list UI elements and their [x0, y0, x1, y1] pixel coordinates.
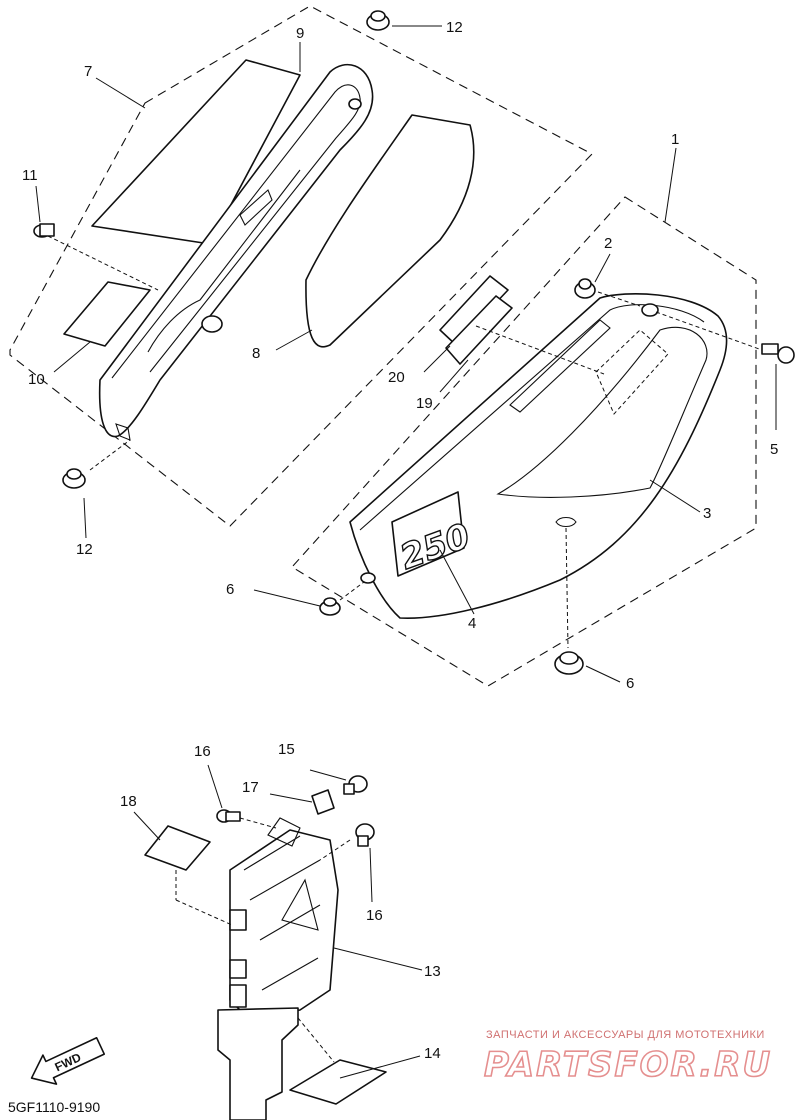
part-labels: 1 2 3 4 5 6 6 7 8 9 10 11 12 12 13 14 15… — [22, 19, 778, 1062]
lower-plate — [217, 1007, 299, 1120]
grommet-12-bottom — [62, 468, 86, 489]
right-cover-decal-3 — [496, 326, 708, 498]
left-cover-assembly-frame — [9, 5, 593, 527]
label-17: 17 — [242, 779, 259, 796]
bracket-13 — [229, 817, 339, 1021]
bolt-15 — [343, 775, 368, 795]
label-19: 19 — [416, 395, 433, 412]
label-4: 4 — [468, 615, 476, 632]
left-cover-rib — [111, 84, 361, 379]
watermark-brand: PARTSFOR.RU — [484, 1045, 772, 1085]
right-cover-bottom-hole — [360, 572, 376, 584]
decal-19 — [445, 295, 513, 365]
grommet-12-top — [366, 10, 390, 31]
screw-5 — [761, 343, 795, 364]
grommet-6-right — [554, 651, 584, 675]
leader-lines — [35, 25, 777, 1079]
label-15: 15 — [278, 741, 295, 758]
bolt-16-left — [216, 809, 241, 823]
label-5: 5 — [770, 441, 778, 458]
grommet-6-left — [319, 597, 341, 616]
label-13: 13 — [424, 963, 441, 980]
label-10: 10 — [28, 371, 45, 388]
label-12-bottom: 12 — [76, 541, 93, 558]
left-side-cover — [91, 59, 374, 441]
clip-17 — [311, 789, 335, 815]
label-1: 1 — [671, 131, 679, 148]
label-18: 18 — [120, 793, 137, 810]
label-16-right: 16 — [366, 907, 383, 924]
label-12-top: 12 — [446, 19, 463, 36]
right-cover-small-mark — [555, 516, 577, 528]
left-cover-body — [98, 63, 374, 438]
number-decal-250: 250 — [391, 491, 476, 579]
label-6-right: 6 — [626, 675, 634, 692]
left-cover-inner — [147, 169, 301, 353]
left-cover-grommet-hole — [201, 315, 223, 333]
decal-20 — [439, 275, 509, 346]
label-6-left: 6 — [226, 581, 234, 598]
label-11: 11 — [22, 167, 38, 184]
left-cover-decal-8 — [305, 114, 475, 348]
label-20: 20 — [388, 369, 405, 386]
screw-11 — [33, 223, 55, 238]
fwd-arrow: FWD — [30, 1036, 106, 1085]
label-16-left: 16 — [194, 743, 211, 760]
label-3: 3 — [703, 505, 711, 522]
right-cover-top-hole — [641, 303, 659, 317]
label-8: 8 — [252, 345, 260, 362]
left-top-decal — [91, 59, 301, 245]
label-sticker-14 — [289, 1059, 387, 1105]
left-cover-edge — [239, 189, 273, 226]
grommet-2 — [574, 278, 596, 299]
right-cover-ridge — [509, 319, 611, 413]
label-sticker-10 — [63, 281, 151, 347]
label-14: 14 — [424, 1045, 441, 1062]
right-cover-assembly-frame — [291, 196, 757, 687]
label-7: 7 — [84, 63, 92, 80]
left-cover-top-hole — [348, 98, 362, 110]
label-sticker-18 — [144, 825, 211, 871]
label-2: 2 — [604, 235, 612, 252]
watermark-tagline: ЗАПЧАСТИ И АКСЕССУАРЫ ДЛЯ МОТОТЕХНИКИ — [486, 1029, 765, 1041]
label-9: 9 — [296, 25, 304, 42]
bolt-16-right — [355, 823, 375, 847]
part-code: 5GF1110-9190 — [8, 1099, 100, 1115]
